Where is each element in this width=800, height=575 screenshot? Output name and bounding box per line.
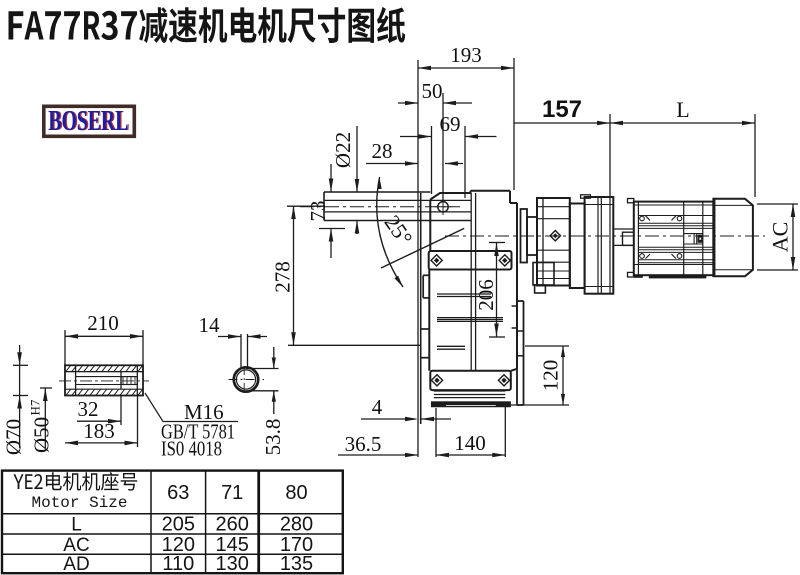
svg-text:14: 14 bbox=[199, 313, 221, 337]
svg-text:AC: AC bbox=[768, 222, 793, 253]
svg-text:278: 278 bbox=[271, 261, 295, 293]
svg-text:170: 170 bbox=[280, 534, 313, 556]
svg-text:AC: AC bbox=[63, 535, 89, 556]
svg-text:36.5: 36.5 bbox=[345, 432, 382, 456]
svg-text:Ø50: Ø50 bbox=[30, 417, 54, 453]
svg-text:120: 120 bbox=[162, 534, 195, 556]
svg-text:Motor Size: Motor Size bbox=[31, 494, 127, 512]
svg-text:135: 135 bbox=[280, 553, 313, 575]
svg-text:M16: M16 bbox=[184, 400, 224, 424]
svg-text:206: 206 bbox=[474, 279, 498, 311]
svg-text:183: 183 bbox=[83, 419, 115, 443]
svg-text:4: 4 bbox=[372, 395, 383, 419]
svg-text:32: 32 bbox=[78, 397, 99, 421]
svg-text:110: 110 bbox=[162, 553, 194, 575]
svg-text:Ø22: Ø22 bbox=[331, 132, 355, 168]
svg-text:71: 71 bbox=[221, 482, 243, 504]
svg-text:80: 80 bbox=[285, 482, 307, 504]
svg-text:210: 210 bbox=[87, 311, 119, 335]
svg-text:BOSERL: BOSERL bbox=[50, 106, 130, 137]
svg-text:145: 145 bbox=[216, 534, 249, 556]
svg-text:BOSERL: BOSERL bbox=[48, 106, 128, 137]
svg-text:120: 120 bbox=[539, 360, 563, 392]
svg-text:260: 260 bbox=[216, 514, 249, 536]
svg-text:IS0 4018: IS0 4018 bbox=[161, 437, 222, 461]
svg-text:L: L bbox=[676, 97, 689, 122]
svg-text:63: 63 bbox=[167, 482, 189, 504]
svg-text:L: L bbox=[71, 515, 82, 536]
svg-text:GB/T 5781: GB/T 5781 bbox=[161, 420, 235, 444]
svg-text:280: 280 bbox=[280, 514, 313, 536]
svg-text:130: 130 bbox=[216, 553, 249, 575]
svg-text:140: 140 bbox=[454, 431, 486, 455]
svg-text:53.8: 53.8 bbox=[261, 419, 285, 456]
svg-text:73: 73 bbox=[306, 201, 330, 222]
svg-text:H7: H7 bbox=[28, 399, 43, 415]
svg-text:157: 157 bbox=[542, 96, 582, 123]
svg-text:205: 205 bbox=[162, 514, 195, 536]
svg-text:Ø70: Ø70 bbox=[2, 419, 26, 455]
svg-text:69: 69 bbox=[440, 112, 461, 136]
svg-text:28: 28 bbox=[372, 139, 393, 163]
svg-text:50: 50 bbox=[422, 79, 443, 103]
svg-text:AD: AD bbox=[63, 554, 89, 575]
svg-text:193: 193 bbox=[450, 43, 482, 67]
